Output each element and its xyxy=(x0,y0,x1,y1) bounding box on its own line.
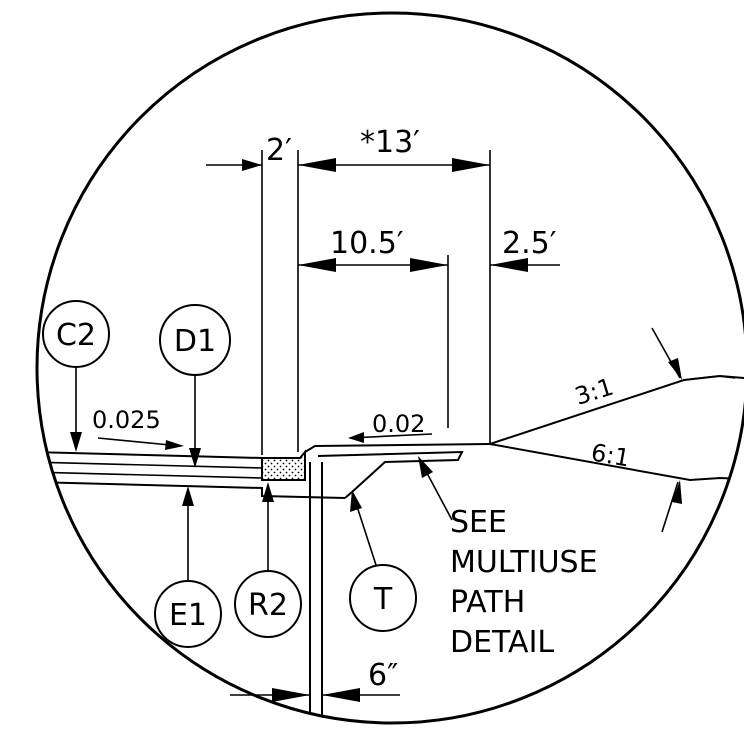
arrow-total-right xyxy=(452,158,490,172)
note-line-1: SEE xyxy=(450,505,507,540)
callout-e1-label: E1 xyxy=(169,598,207,633)
slope-upper-break xyxy=(683,375,736,381)
arrow-total-left xyxy=(298,158,336,172)
arrow-paved-right xyxy=(410,258,448,272)
arrow-paved-left xyxy=(298,258,336,272)
dim-label-post: 6″ xyxy=(368,658,398,693)
detail-circle xyxy=(35,11,744,725)
callout-d1-arrowhead xyxy=(189,448,201,468)
note-line-3: PATH xyxy=(450,585,525,620)
callout-c2-label: C2 xyxy=(56,318,96,353)
slope-label-lower: 6:1 xyxy=(589,438,632,472)
road-layer-line-2 xyxy=(37,471,263,479)
dim-label-paved: 10.5′ xyxy=(330,226,404,261)
slope-arrowhead-road xyxy=(165,440,184,450)
callout-e1-arrowhead xyxy=(182,486,194,506)
callout-t-circle xyxy=(349,564,417,632)
callout-c2-arrowhead xyxy=(70,432,82,452)
break-arrowhead-lower xyxy=(672,480,682,504)
slope-label-path: 0.02 xyxy=(372,410,425,438)
note-arrowhead xyxy=(418,456,433,478)
note-line-2: MULTIUSE xyxy=(450,545,598,580)
arrow-post-right xyxy=(322,688,360,702)
callout-d1-label: D1 xyxy=(174,324,216,359)
path-slab-line xyxy=(317,450,464,499)
dim-label-curb: 2′ xyxy=(266,133,292,168)
path-surface-line xyxy=(304,443,491,453)
slope-label-road: 0.025 xyxy=(92,406,161,434)
arrow-shoulder xyxy=(490,258,528,272)
callout-t-label: T xyxy=(373,582,393,617)
curb-block xyxy=(261,449,306,481)
dim-label-shoulder: 2.5′ xyxy=(502,226,557,261)
callout-r2-arrowhead xyxy=(262,482,274,502)
callout-t-arrowhead xyxy=(350,490,362,512)
arrow-curb-dim xyxy=(242,159,262,171)
note-line-4: DETAIL xyxy=(450,625,554,660)
road-surface-line xyxy=(37,451,263,459)
road-base-line xyxy=(37,481,346,499)
break-arrow-lower xyxy=(661,481,679,533)
callout-r2-label: R2 xyxy=(248,588,288,623)
slope-upper-line xyxy=(489,374,744,445)
dim-label-total: *13′ xyxy=(360,125,420,160)
arrow-post-left xyxy=(272,688,310,702)
road-layer-line-1 xyxy=(37,461,263,469)
slope-arrowhead-path xyxy=(348,432,364,443)
break-arrowhead-upper xyxy=(668,358,682,380)
